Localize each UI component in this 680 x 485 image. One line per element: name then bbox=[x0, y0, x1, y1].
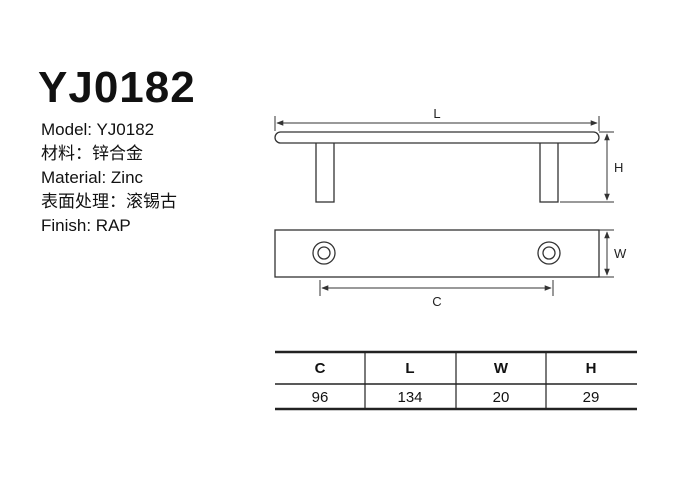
dimension-height bbox=[560, 131, 614, 203]
table-cell-l: 134 bbox=[397, 389, 422, 406]
spec-list: Model: YJ0182 材料：锌合金 Material: Zinc 表面处理… bbox=[41, 118, 177, 238]
left-leg bbox=[315, 141, 335, 203]
product-title: YJ0182 bbox=[38, 63, 196, 112]
table-header-l: L bbox=[405, 360, 414, 377]
dimension-label-height: H bbox=[614, 160, 623, 175]
spec-finish-en: Finish: RAP bbox=[41, 216, 131, 235]
spec-material-en: Material: Zinc bbox=[41, 168, 144, 187]
spec-material-cn: 材料：锌合金 bbox=[41, 144, 143, 163]
table-cell-h: 29 bbox=[583, 389, 600, 406]
side-view bbox=[274, 131, 600, 203]
bottom-view bbox=[274, 229, 600, 278]
handle-bar bbox=[274, 131, 600, 144]
dimension-width bbox=[599, 229, 614, 278]
dimension-label-length: L bbox=[433, 106, 440, 121]
mounting-hole-left-inner bbox=[317, 246, 331, 260]
table-header-w: W bbox=[494, 360, 509, 377]
dimension-table: C L W H 96 134 20 29 bbox=[275, 350, 637, 411]
table-cell-c: 96 bbox=[312, 389, 329, 406]
dimension-label-center: C bbox=[432, 294, 441, 309]
dimension-label-width: W bbox=[614, 246, 627, 261]
dimension-length bbox=[274, 116, 600, 131]
table-header-c: C bbox=[315, 360, 326, 377]
dimension-center bbox=[319, 280, 554, 296]
spec-model: Model: YJ0182 bbox=[41, 120, 155, 139]
right-leg bbox=[539, 141, 559, 203]
mounting-hole-right-inner bbox=[542, 246, 556, 260]
table-cell-w: 20 bbox=[493, 389, 510, 406]
spec-finish-cn: 表面处理：滚锡古 bbox=[41, 192, 177, 211]
table-header-h: H bbox=[586, 360, 597, 377]
